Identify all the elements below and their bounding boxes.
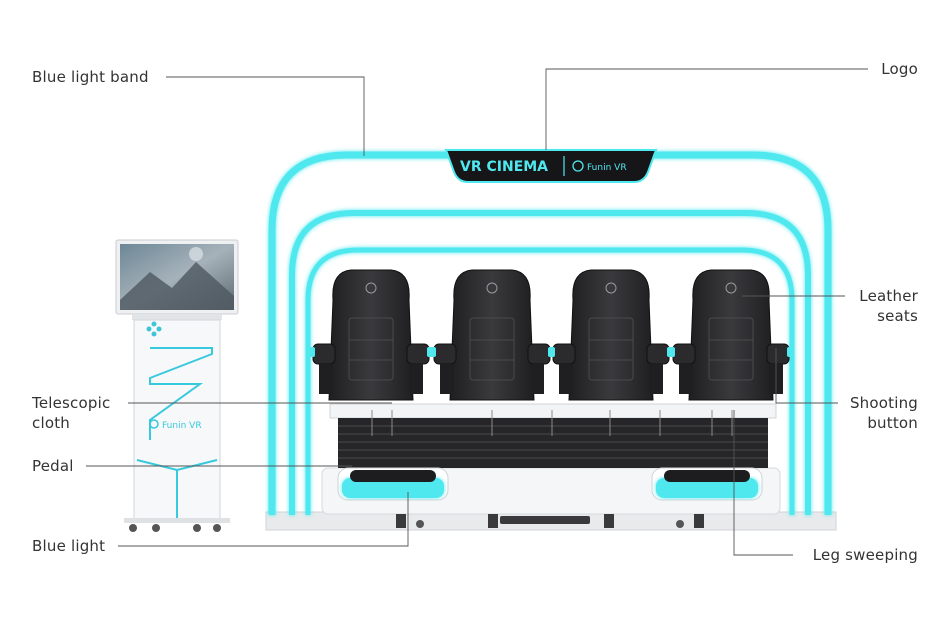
leader-lines	[86, 68, 868, 556]
pedal-right	[651, 467, 763, 501]
brand-logo-icon	[572, 160, 584, 172]
shooting-button	[549, 347, 555, 357]
sign-brand: Funin VR	[587, 163, 627, 173]
leader-blue-light-band	[166, 76, 365, 156]
label-logo: Logo	[881, 60, 918, 78]
shooting-button	[787, 347, 793, 357]
leader-leg-sweeping	[733, 410, 793, 556]
platform-base	[265, 403, 837, 531]
leather-seat	[669, 269, 793, 401]
shooting-button	[430, 347, 436, 357]
shooting-button	[309, 347, 315, 357]
seat-logo-icon	[605, 282, 617, 294]
pedal-left	[337, 467, 449, 501]
label-telescopic-cloth: Telescopic cloth	[32, 394, 111, 432]
leader-blue-light	[118, 492, 409, 547]
control-kiosk: Funin VR	[115, 239, 239, 532]
blue-light-left	[342, 478, 444, 498]
label-leg-sweeping: Leg sweeping	[812, 546, 918, 564]
kiosk-logo-icon	[149, 419, 159, 429]
leather-seat	[309, 269, 433, 401]
label-blue-light-band: Blue light band	[32, 68, 149, 86]
label-leather-seats: Leather seats	[859, 287, 918, 325]
label-shooting-button: Shooting button	[849, 394, 918, 432]
leather-seat	[430, 269, 554, 401]
kiosk-button-icon	[146, 321, 162, 337]
blue-light-right	[656, 478, 758, 498]
leather-seat	[549, 269, 673, 401]
seat-logo-icon	[486, 282, 498, 294]
sign-title: VR CINEMA	[460, 159, 548, 175]
label-pedal: Pedal	[32, 457, 74, 475]
leader-shooting-button	[775, 348, 838, 404]
seat-row	[309, 269, 793, 401]
seat-logo-icon	[725, 282, 737, 294]
leader-logo	[545, 68, 868, 150]
logo-sign: VR CINEMA Funin VR	[444, 149, 658, 183]
label-blue-light: Blue light	[32, 537, 106, 555]
seat-logo-icon	[365, 282, 377, 294]
kiosk-brand: Funin VR	[162, 421, 202, 431]
shooting-button	[669, 347, 675, 357]
